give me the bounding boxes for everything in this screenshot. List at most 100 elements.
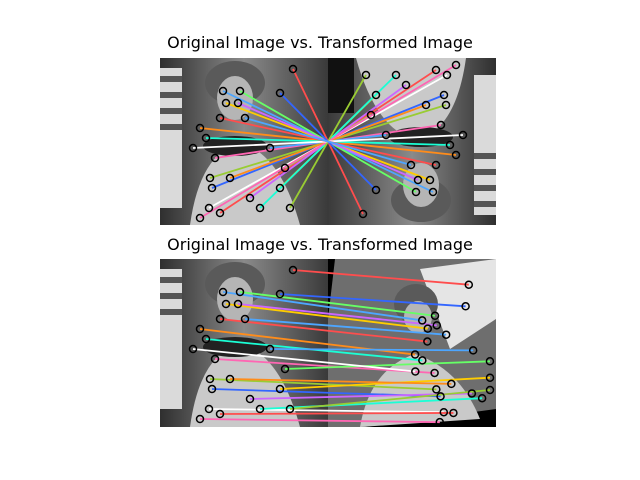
keypoint xyxy=(485,373,495,382)
keypoint xyxy=(210,153,220,163)
keypoint xyxy=(417,316,427,325)
keypoint xyxy=(285,404,295,414)
keypoint xyxy=(436,392,445,401)
keypoint xyxy=(233,299,243,309)
keypoint xyxy=(275,183,285,193)
keypoint xyxy=(205,374,215,384)
keypoint xyxy=(391,70,401,80)
keypoint xyxy=(215,208,225,218)
keypoint xyxy=(441,100,451,110)
figure-2-svg xyxy=(160,259,496,427)
keypoint xyxy=(245,193,255,203)
keypoint xyxy=(442,70,452,80)
match-lines-2 xyxy=(192,269,491,424)
match-line xyxy=(259,397,483,410)
match-line xyxy=(279,293,466,308)
keypoint xyxy=(458,130,468,140)
keypoint xyxy=(221,98,231,108)
keypoints-1 xyxy=(188,60,468,223)
keypoint xyxy=(275,289,285,299)
keypoint xyxy=(432,385,441,394)
match-line xyxy=(289,389,491,410)
keypoint xyxy=(195,324,205,334)
keypoint xyxy=(371,185,381,195)
match-line xyxy=(239,291,436,317)
keypoint xyxy=(188,143,198,153)
match-line xyxy=(229,378,452,385)
keypoint xyxy=(255,404,265,414)
match-line xyxy=(244,318,447,336)
keypoint xyxy=(201,133,211,143)
keypoint xyxy=(371,90,381,100)
keypoint xyxy=(381,130,391,140)
keypoint xyxy=(275,88,285,98)
match-line xyxy=(209,378,437,391)
keypoint xyxy=(207,384,217,394)
keypoint xyxy=(207,183,217,193)
keypoint xyxy=(288,265,298,275)
figure-1-svg xyxy=(160,58,496,225)
match-line xyxy=(199,418,440,424)
suit-shape xyxy=(190,143,300,225)
keypoint xyxy=(445,140,455,150)
keypoint xyxy=(467,389,477,398)
match-line xyxy=(225,303,428,330)
keypoint xyxy=(425,175,435,185)
keypoint xyxy=(195,213,205,223)
match-line xyxy=(222,291,423,322)
keypoint xyxy=(451,60,461,70)
figure-1-title: Original Image vs. Transformed Image xyxy=(167,33,473,52)
keypoint xyxy=(411,187,421,197)
match-line xyxy=(219,318,428,343)
match-line xyxy=(192,348,416,373)
keypoint xyxy=(411,367,420,376)
keypoint xyxy=(401,80,411,90)
keypoint xyxy=(265,143,275,153)
keypoint xyxy=(430,368,439,378)
keypoint xyxy=(432,321,442,330)
keypoint xyxy=(225,374,235,384)
keypoint xyxy=(418,356,427,365)
keypoint xyxy=(255,203,265,213)
match-line xyxy=(292,269,469,286)
match-line xyxy=(269,348,474,352)
keypoint xyxy=(218,287,228,297)
keypoint xyxy=(439,407,449,417)
keypoint xyxy=(464,280,474,289)
keypoint xyxy=(468,346,478,355)
keypoint xyxy=(188,344,198,354)
keypoint xyxy=(210,354,220,364)
keypoint xyxy=(215,314,225,324)
flag-left xyxy=(160,68,182,208)
keypoint xyxy=(447,379,456,389)
keypoint xyxy=(204,203,214,213)
match-line xyxy=(219,412,454,415)
keypoint xyxy=(221,299,231,309)
match-line xyxy=(237,303,437,327)
keypoint xyxy=(449,408,458,418)
face-shape xyxy=(217,76,253,120)
keypoint xyxy=(358,209,368,219)
figure-2-canvas xyxy=(160,259,496,427)
keypoint xyxy=(280,163,290,173)
keypoint xyxy=(423,337,432,346)
keypoint xyxy=(431,160,441,170)
match-line xyxy=(244,117,412,166)
keypoint xyxy=(215,409,225,419)
keypoint xyxy=(435,417,445,427)
keypoint xyxy=(275,384,285,394)
keypoint xyxy=(218,86,228,96)
keypoint xyxy=(485,357,495,366)
keypoint xyxy=(431,65,441,75)
keypoint xyxy=(428,187,438,197)
keypoint xyxy=(461,302,470,311)
match-line xyxy=(208,408,444,414)
keypoint xyxy=(205,173,215,183)
keypoint xyxy=(423,324,433,333)
keypoint xyxy=(195,414,205,424)
keypoint xyxy=(235,287,245,297)
keypoint xyxy=(366,110,376,120)
figure-1-canvas xyxy=(160,58,496,225)
keypoint xyxy=(485,385,495,395)
keypoint xyxy=(240,113,250,123)
